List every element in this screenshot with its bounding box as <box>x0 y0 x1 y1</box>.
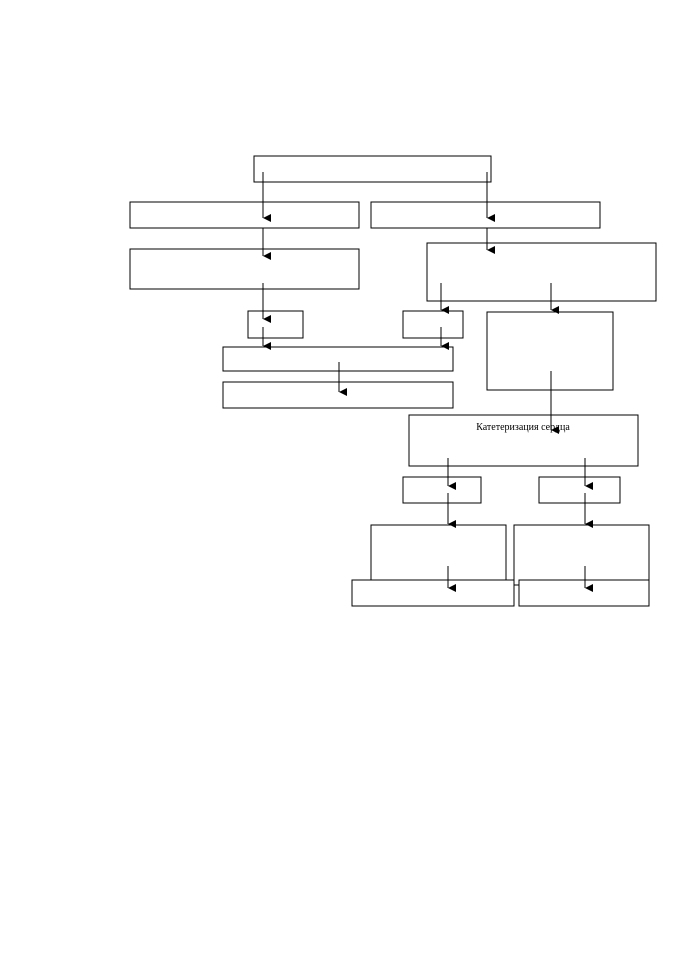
node-left-small <box>247 310 304 339</box>
catheterization-label: Катетеризация сердца <box>476 422 570 433</box>
node-right-2 <box>426 242 657 302</box>
node-catheterization <box>408 414 639 467</box>
node-top <box>253 155 492 183</box>
node-merge <box>222 346 454 372</box>
node-cath-left-small <box>402 476 482 504</box>
node-mid-small <box>402 310 464 339</box>
node-left-2 <box>129 248 360 290</box>
node-left-1 <box>129 201 360 229</box>
node-final-right <box>518 579 650 607</box>
node-cath-right-big <box>513 524 650 586</box>
node-right-1 <box>370 201 601 229</box>
node-final-left <box>351 579 515 607</box>
node-cath-right-small <box>538 476 621 504</box>
node-cath-left-big <box>370 524 507 586</box>
node-result <box>222 381 454 409</box>
node-right-tall <box>486 311 614 391</box>
